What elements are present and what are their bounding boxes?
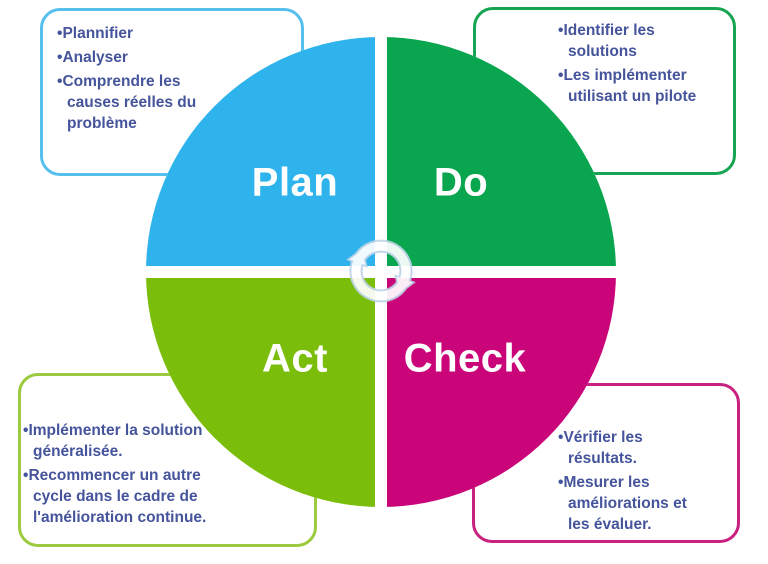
quadrant-label-act: Act	[262, 336, 328, 381]
quadrant-plan	[146, 37, 375, 266]
quadrant-act	[146, 278, 375, 507]
quadrant-label-check: Check	[403, 336, 527, 381]
cycle-arrows-icon	[346, 239, 416, 303]
list-item: Plannifier	[57, 23, 295, 44]
quadrant-grid	[146, 37, 616, 507]
quadrant-label-plan: Plan	[251, 160, 339, 205]
list-item: Analyser	[57, 47, 295, 68]
quadrant-do	[387, 37, 616, 266]
quadrant-check	[387, 278, 616, 507]
pdca-circle: Plan Do Act Check	[146, 37, 616, 507]
quadrant-label-do: Do	[433, 160, 489, 205]
